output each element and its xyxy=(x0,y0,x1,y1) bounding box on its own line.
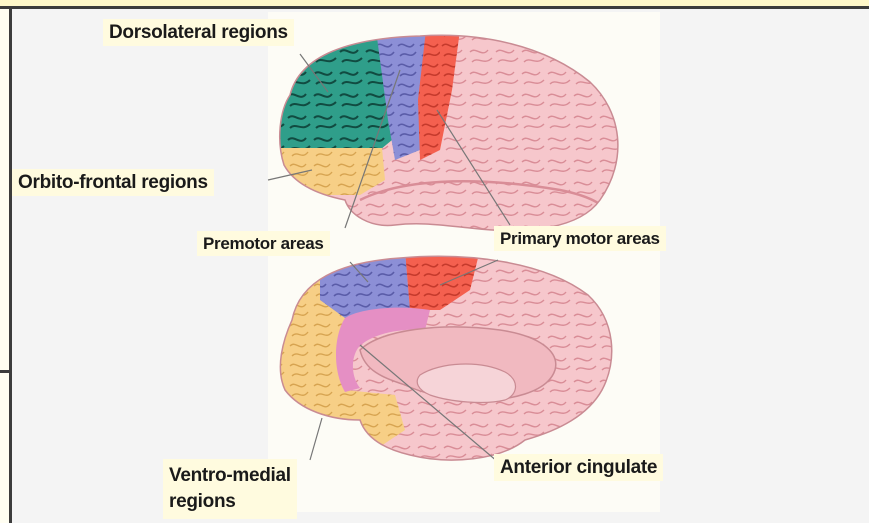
lateral-brain xyxy=(270,30,640,240)
label-ventro-medial-regions: Ventro-medial regions xyxy=(163,459,297,519)
label-premotor-areas: Premotor areas xyxy=(197,231,330,256)
label-orbito-frontal-regions: Orbito-frontal regions xyxy=(12,169,214,196)
leader-ventro-medial xyxy=(310,418,322,460)
label-anterior-cingulate: Anterior cingulate xyxy=(494,454,663,481)
medial-brain xyxy=(270,250,630,470)
label-primary-motor-areas: Primary motor areas xyxy=(494,226,666,251)
label-dorsolateral-regions: Dorsolateral regions xyxy=(103,19,294,46)
